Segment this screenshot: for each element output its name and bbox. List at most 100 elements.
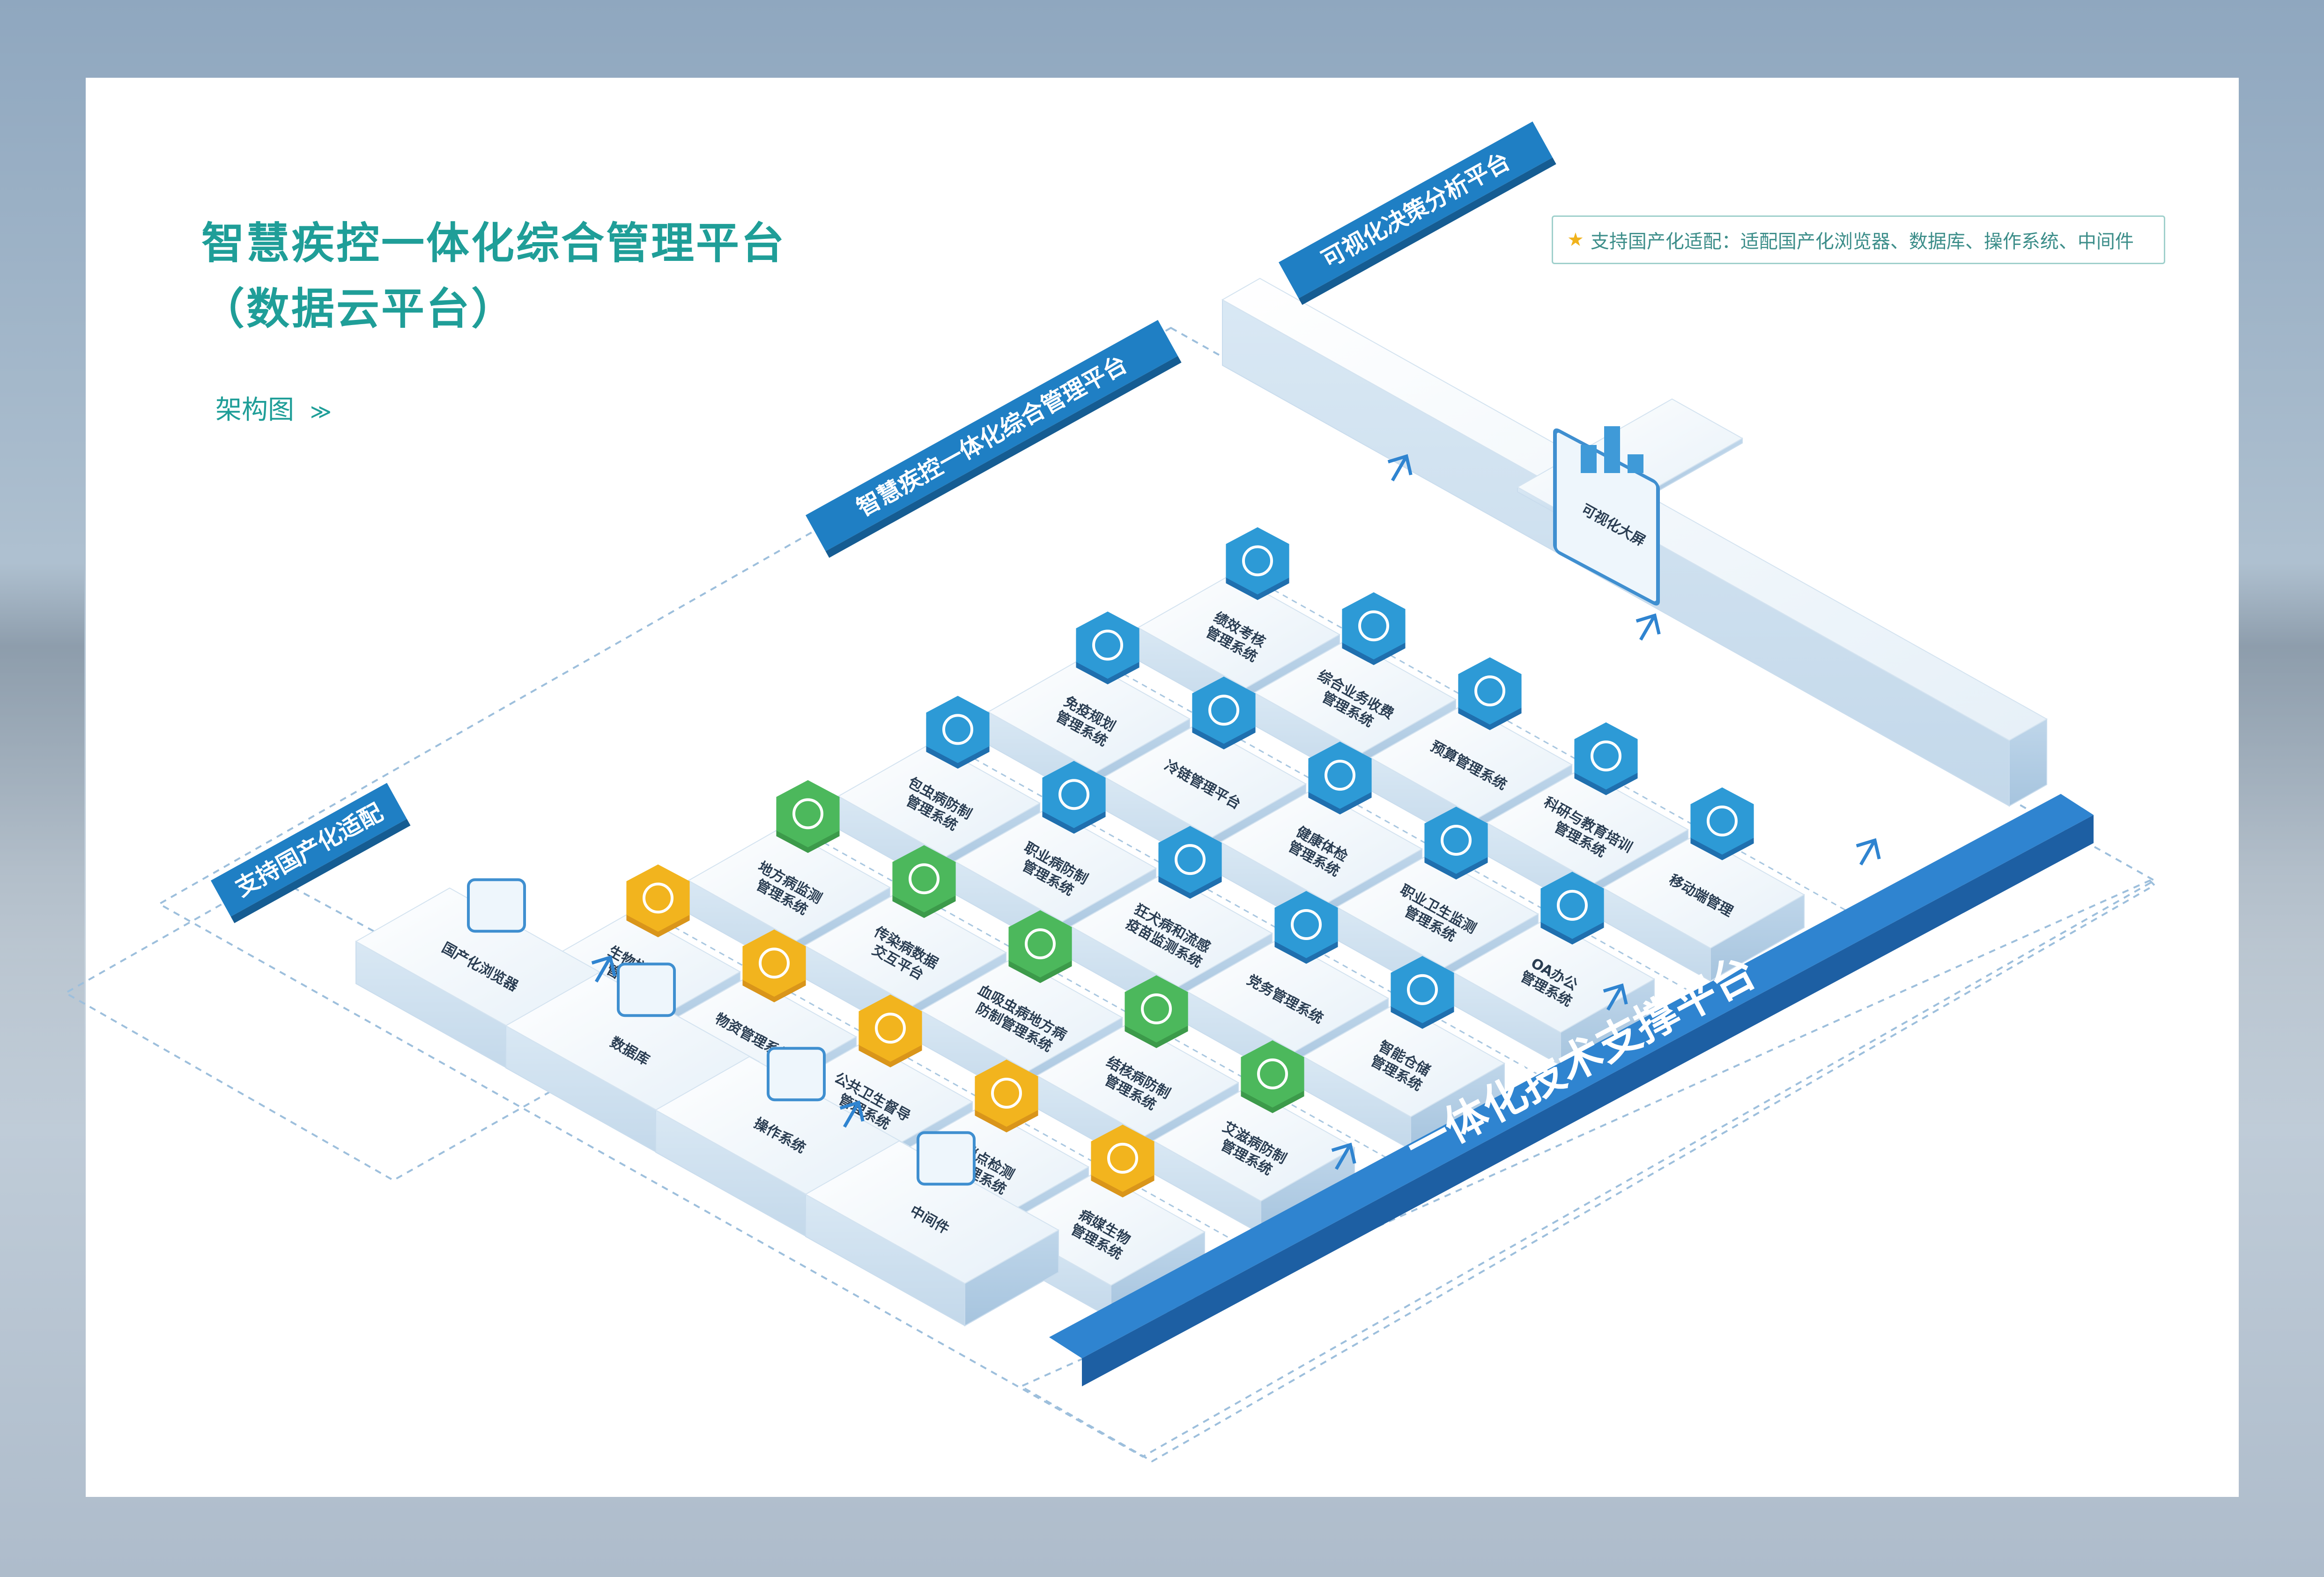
module-r2-c3-module-icon xyxy=(1274,891,1338,958)
flag-domestic-support-shadow xyxy=(230,819,411,923)
up-arrow-icon-2 xyxy=(1856,838,1881,866)
region-outlines xyxy=(63,326,2157,1463)
module-r0-c4-module-icon xyxy=(1091,1125,1155,1192)
flag-integrated-platform-bg xyxy=(806,320,1178,551)
up-arrow-icon-5 xyxy=(1387,454,1413,481)
module-r4-c0-module-icon xyxy=(1226,527,1289,595)
screen-bar-2 xyxy=(1628,454,1643,473)
module-r2-c0-icon-glyph xyxy=(942,714,973,745)
support-platform-top-face xyxy=(1049,794,2094,1358)
domestic-item-3-icon xyxy=(917,1131,976,1186)
module-r4-c4-icon-glyph xyxy=(1707,805,1738,837)
flag-analysis-platform-bg xyxy=(1278,121,1553,298)
module-r1-c0-module-icon xyxy=(776,780,840,848)
module-r3-c1-top-face xyxy=(1103,723,1307,838)
up-arrow-icon-6 xyxy=(1636,613,1661,641)
module-r3-c1-icon-glyph xyxy=(1208,695,1239,726)
module-r3-c4-module-icon xyxy=(1540,872,1604,939)
module-r3-c0-module-icon xyxy=(1076,611,1140,679)
module-r3-c0-top-face xyxy=(987,658,1191,773)
module-r3-c4-top-face xyxy=(1451,918,1656,1033)
city-skyline-left xyxy=(0,562,84,1124)
flag-domestic-support: 支持国产化适配 xyxy=(211,783,411,923)
page-title-line1: 智慧疾控一体化综合管理平台 xyxy=(201,218,786,268)
module-r0-c1-module-icon xyxy=(742,929,806,997)
double-chevron-icon: ≫ xyxy=(310,400,332,424)
up-arrow-icon-4 xyxy=(591,955,616,983)
module-r1-c3-icon-glyph xyxy=(1141,993,1172,1025)
module-r3-c4-icon-glyph xyxy=(1557,889,1588,921)
module-r2-c3-top-face xyxy=(1185,937,1390,1052)
flag-analysis-platform: 可视化决策分析平台 xyxy=(1278,121,1556,305)
module-r2-c1-module-icon xyxy=(1042,761,1106,829)
module-r0-c4-icon-glyph xyxy=(1107,1142,1138,1174)
up-arrow-icon-0 xyxy=(1331,1142,1356,1170)
module-r0-c3-icon-glyph xyxy=(991,1078,1022,1109)
module-r0-c2-module-icon xyxy=(859,994,922,1062)
module-r1-c3-module-icon xyxy=(1125,975,1188,1043)
domestic-item-0-icon xyxy=(467,878,526,933)
module-grid: 绩效考核管理系统综合业务收费管理系统预算管理系统科研与教育培训管理系统移动端管理… xyxy=(537,527,1806,1319)
module-r2-c2-module-icon xyxy=(1158,826,1222,893)
module-r4-c3-top-face xyxy=(1485,769,1689,884)
module-r4-c0-top-face xyxy=(1137,573,1341,689)
module-r4-c1-icon-glyph xyxy=(1358,610,1389,642)
module-r2-c2-icon-glyph xyxy=(1175,844,1206,875)
flag-domestic-support-bg xyxy=(211,783,407,917)
module-r2-c1-icon-glyph xyxy=(1058,779,1089,810)
module-r4-c4-module-icon xyxy=(1690,787,1754,855)
module-r2-c0-top-face xyxy=(837,742,1041,857)
module-r1-c2-top-face xyxy=(919,956,1124,1072)
module-r1-c0-top-face xyxy=(687,826,891,941)
architecture-link-label: 架构图 xyxy=(215,395,294,425)
domestic-item-3[interactable]: 中间件 xyxy=(804,1131,1060,1327)
module-r4-c2-icon-glyph xyxy=(1474,675,1505,707)
architecture-link[interactable]: 架构图 ≫ xyxy=(215,389,332,427)
domestic-item-3-top-face xyxy=(804,1140,1060,1284)
flag-analysis-platform-shadow xyxy=(1298,157,1556,305)
module-r3-c2-icon-glyph xyxy=(1325,760,1355,791)
module-r2-c2-top-face xyxy=(1069,872,1273,987)
up-arrow-icon-3 xyxy=(839,1100,865,1128)
city-skyline-right xyxy=(2235,562,2324,1124)
module-r0-c3-module-icon xyxy=(975,1059,1038,1127)
outline-support xyxy=(1019,879,2156,1463)
module-r0-c0-icon-glyph xyxy=(643,882,674,914)
module-r4-c1-top-face xyxy=(1253,638,1457,754)
module-r4-c1-module-icon xyxy=(1342,592,1406,660)
domestic-item-1-icon xyxy=(617,962,676,1017)
module-r0-c2-icon-glyph xyxy=(875,1013,906,1044)
module-r4-c0-icon-glyph xyxy=(1242,545,1273,577)
module-r3-c1-module-icon xyxy=(1192,676,1256,744)
module-r1-c4-top-face xyxy=(1152,1087,1356,1202)
up-arrow-icon-1 xyxy=(1603,983,1628,1011)
page-title-line2: （数据云平台） xyxy=(201,284,517,334)
screen-bar-0 xyxy=(1581,445,1597,473)
module-r2-c1-top-face xyxy=(953,807,1157,922)
module-r1-c3-top-face xyxy=(1036,1022,1240,1137)
page-title: 智慧疾控一体化综合管理平台 （数据云平台） xyxy=(201,211,786,342)
module-r1-c4-icon-glyph xyxy=(1257,1058,1288,1089)
module-r2-c4-icon-glyph xyxy=(1407,974,1438,1005)
module-r4-c4-top-face xyxy=(1601,834,1806,949)
flag-integrated-platform-label: 智慧疾控一体化综合管理平台 xyxy=(852,350,1132,522)
screen-bar-1 xyxy=(1604,426,1620,473)
module-r3-c4[interactable]: OA办公管理系统 xyxy=(1451,872,1656,1066)
module-r2-c0-module-icon xyxy=(926,696,990,763)
module-r1-c4-module-icon xyxy=(1241,1040,1304,1108)
module-r4-c4[interactable]: 移动端管理 xyxy=(1601,787,1806,982)
module-r1-c1-top-face xyxy=(803,891,1007,1007)
module-r1-c2-icon-glyph xyxy=(1025,928,1056,960)
module-r3-c3-module-icon xyxy=(1424,807,1488,874)
support-platform-front-face xyxy=(1082,815,2094,1386)
module-r2-c4[interactable]: 智能仓储管理系统 xyxy=(1302,956,1506,1151)
domestic-support-note: ★ 支持国产化适配：适配国产化浏览器、数据库、操作系统、中间件 xyxy=(1552,215,2165,264)
module-r1-c0-icon-glyph xyxy=(792,798,823,829)
module-r3-c2-module-icon xyxy=(1308,741,1372,809)
module-r0-c0-module-icon xyxy=(626,864,690,932)
module-r4-c2-top-face xyxy=(1369,703,1573,819)
module-r2-c3-icon-glyph xyxy=(1291,909,1322,940)
flag-integrated-platform: 智慧疾控一体化综合管理平台 xyxy=(806,320,1182,558)
module-r2-c4-top-face xyxy=(1302,1002,1506,1118)
module-r1-c1-module-icon xyxy=(892,845,956,913)
